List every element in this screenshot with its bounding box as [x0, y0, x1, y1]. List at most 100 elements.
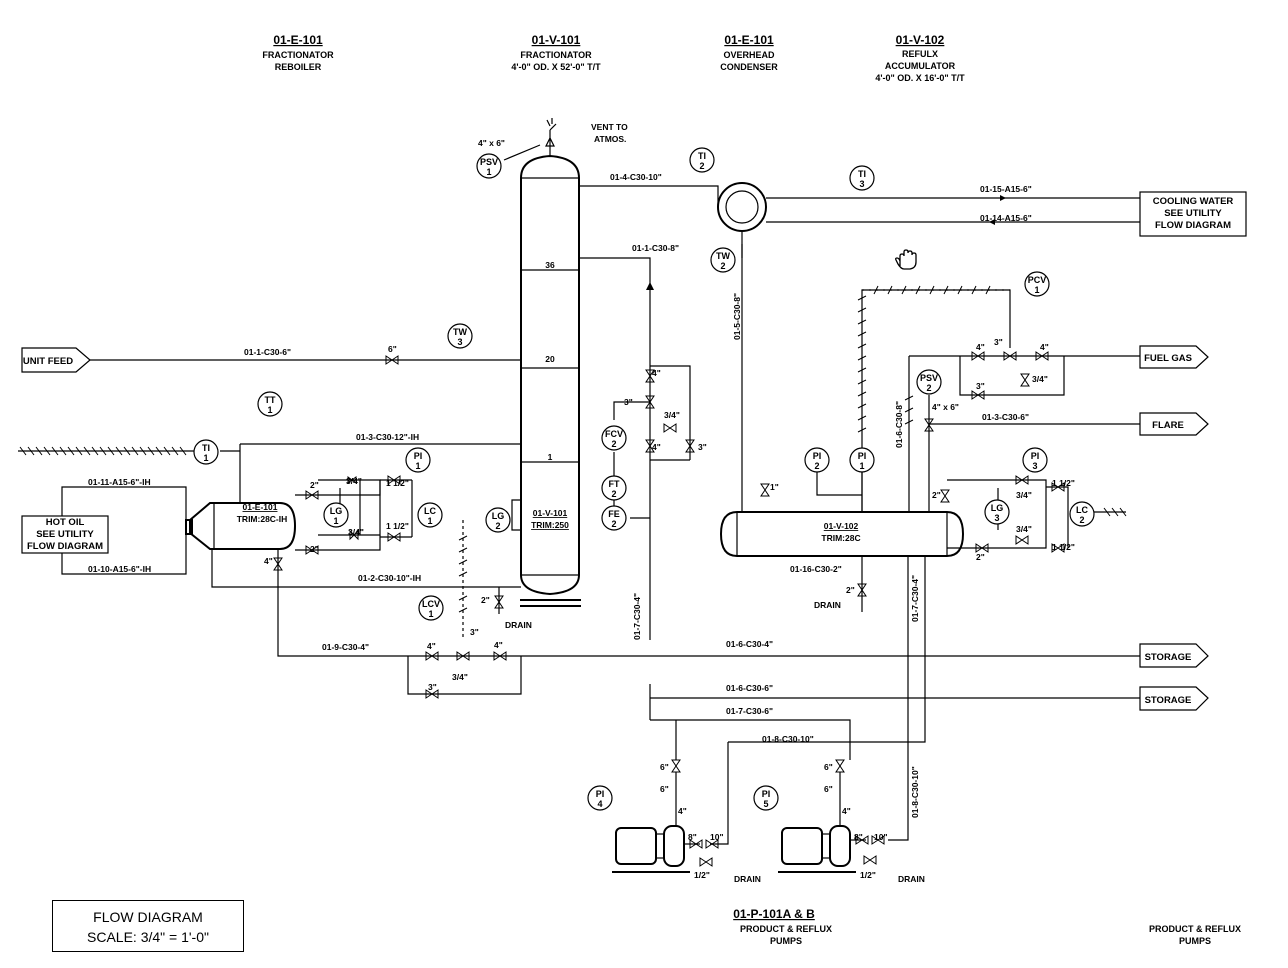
flare-tag[interactable]: FLARE [1139, 412, 1209, 436]
instrument-number: 2 [814, 461, 819, 471]
pi-1-instrument[interactable]: PI1 [405, 447, 431, 473]
svg-text:CONDENSER: CONDENSER [720, 62, 778, 72]
ti-1-instrument[interactable]: TI1 [193, 439, 219, 465]
tray-36: 36 [545, 260, 555, 270]
svg-text:01-8-C30-10": 01-8-C30-10" [910, 766, 920, 818]
pi-3-instrument[interactable]: PI3 [1022, 447, 1048, 473]
pi-5-instrument[interactable]: PI5 [753, 785, 779, 811]
title-block-title: FLOW DIAGRAM [93, 909, 203, 925]
svg-text:3": 3" [428, 682, 437, 692]
cooling-water-tag[interactable]: COOLING WATER SEE UTILITY FLOW DIAGRAM [1139, 191, 1247, 237]
storage-tag-1[interactable]: STORAGE [1139, 643, 1209, 668]
instrument-circle [689, 147, 715, 173]
svg-text:3/4": 3/4" [664, 410, 680, 420]
drain-label: DRAIN [814, 600, 841, 610]
instrument-circle [417, 502, 443, 528]
instrument-type: TW [453, 327, 467, 337]
svg-text:TRIM:28C: TRIM:28C [821, 533, 860, 543]
svg-text:FLOW DIAGRAM: FLOW DIAGRAM [1155, 220, 1231, 231]
tt-1-instrument[interactable]: TT1 [257, 391, 283, 417]
hatch-marks [19, 285, 1127, 613]
tw-3-instrument[interactable]: TW3 [447, 323, 473, 349]
instrument-type: TI [858, 169, 866, 179]
svg-text:3": 3" [994, 337, 1003, 347]
svg-text:01-V-102: 01-V-102 [824, 521, 859, 531]
svg-text:4": 4" [494, 640, 503, 650]
svg-text:PUMPS: PUMPS [770, 936, 802, 946]
instrument-number: 4 [597, 799, 602, 809]
storage-tag-2[interactable]: STORAGE [1139, 686, 1209, 711]
svg-text:01-6-C30-6": 01-6-C30-6" [726, 683, 773, 693]
svg-text:VENT TO: VENT TO [591, 122, 628, 132]
ft-2-instrument[interactable]: FT2 [601, 475, 627, 501]
pi-1-instrument[interactable]: PI1 [849, 447, 875, 473]
svg-text:01-3-C30-12"-IH: 01-3-C30-12"-IH [356, 432, 419, 442]
pi-4-instrument[interactable]: PI4 [587, 785, 613, 811]
instrument-circle [753, 785, 779, 811]
svg-text:TRIM:250: TRIM:250 [531, 520, 569, 530]
svg-text:01-3-C30-6": 01-3-C30-6" [982, 412, 1029, 422]
hot-oil-tag[interactable]: HOT OIL SEE UTILITY FLOW DIAGRAM [21, 515, 109, 554]
lg-3-instrument[interactable]: LG3 [984, 499, 1010, 525]
valves[interactable] [273, 351, 1065, 867]
instrument-type: FCV [605, 429, 623, 439]
svg-text:1 1/2": 1 1/2" [386, 478, 409, 488]
svg-text:TRIM:28C-IH: TRIM:28C-IH [237, 514, 288, 524]
ti-2-instrument[interactable]: TI2 [689, 147, 715, 173]
vent-line: VENT TO ATMOS. 4" x 6" [478, 118, 628, 161]
svg-text:4": 4" [427, 641, 436, 651]
svg-text:01-16-C30-2": 01-16-C30-2" [790, 564, 842, 574]
unit-feed-tag[interactable]: UNIT FEED [21, 347, 91, 373]
tray-20: 20 [545, 354, 555, 364]
lg-1-instrument[interactable]: LG1 [323, 502, 349, 528]
svg-text:6": 6" [388, 344, 397, 354]
svg-text:01-1-C30-8": 01-1-C30-8" [632, 243, 679, 253]
instrument-type: PI [858, 451, 867, 461]
svg-text:6": 6" [824, 784, 833, 794]
svg-text:01-V-102: 01-V-102 [896, 33, 945, 47]
svg-text:01-E-101: 01-E-101 [243, 502, 278, 512]
svg-text:4": 4" [842, 806, 851, 816]
drain-label: DRAIN [505, 620, 532, 630]
fuel-gas-tag[interactable]: FUEL GAS [1139, 345, 1209, 369]
instrument-number: 2 [1079, 515, 1084, 525]
svg-text:REFULX: REFULX [902, 49, 938, 59]
instrument-type: FT [609, 479, 620, 489]
pump-b[interactable] [778, 772, 866, 873]
lc-2-instrument[interactable]: LC2 [1069, 501, 1095, 527]
pi-2-instrument[interactable]: PI2 [804, 447, 830, 473]
svg-text:FRACTIONATOR: FRACTIONATOR [520, 50, 592, 60]
lc-1-instrument[interactable]: LC1 [417, 502, 443, 528]
reboiler[interactable] [185, 502, 297, 550]
instrument-number: 2 [926, 383, 931, 393]
lg-2-instrument[interactable]: LG2 [485, 507, 511, 533]
fe-2-instrument[interactable]: FE2 [601, 505, 627, 531]
tw-2-instrument[interactable]: TW2 [710, 247, 736, 273]
reflux-accumulator[interactable] [719, 511, 965, 557]
drain-label: DRAIN [898, 874, 925, 884]
instrument-circle [1024, 271, 1050, 297]
svg-text:PRODUCT & REFLUX: PRODUCT & REFLUX [740, 924, 832, 934]
svg-text:1 1/2": 1 1/2" [386, 521, 409, 531]
header-reboiler: 01-E-101 FRACTIONATOR REBOILER [262, 33, 334, 72]
instrument-type: LC [1076, 505, 1088, 515]
instrument-number: 5 [763, 799, 768, 809]
overhead-condenser[interactable] [717, 182, 767, 232]
instrument-type: PSV [480, 157, 498, 167]
svg-text:3": 3" [976, 381, 985, 391]
ti-3-instrument[interactable]: TI3 [849, 165, 875, 191]
instrument-circle [193, 439, 219, 465]
instrument-circle [849, 447, 875, 473]
svg-text:3/4": 3/4" [346, 476, 362, 486]
svg-text:SEE UTILITY: SEE UTILITY [36, 529, 94, 540]
pump-a[interactable] [612, 772, 700, 873]
svg-text:2": 2" [310, 480, 319, 490]
fractionator-column[interactable] [520, 146, 581, 607]
svg-text:01-7-C30-4": 01-7-C30-4" [632, 593, 642, 640]
